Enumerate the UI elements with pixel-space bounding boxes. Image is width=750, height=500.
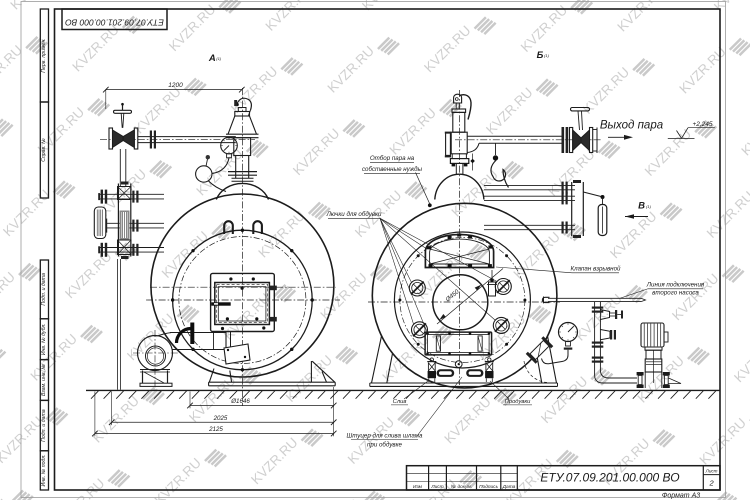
svg-text:ЕТУ.07.09.201.00.000 ВО: ЕТУ.07.09.201.00.000 ВО [65, 18, 164, 28]
svg-text:Перв. примен.: Перв. примен. [41, 38, 47, 72]
svg-text:Справ. №: Справ. № [41, 138, 47, 162]
svg-text:(1): (1) [216, 56, 222, 61]
svg-text:№ докум.: № докум. [451, 484, 472, 490]
svg-text:Подпись: Подпись [479, 484, 499, 490]
svg-text:Взам. инв. №: Взам. инв. № [41, 364, 47, 396]
svg-text:Инв. № дубл.: Инв. № дубл. [41, 323, 47, 355]
svg-text:Выход пара: Выход пара [600, 120, 663, 132]
svg-text:2: 2 [709, 479, 715, 488]
svg-text:ЕТУ.07.09.201.00.000 ВО: ЕТУ.07.09.201.00.000 ВО [540, 471, 679, 485]
svg-text:Лист: Лист [430, 484, 443, 490]
svg-text:Формат А3: Формат А3 [662, 493, 700, 500]
svg-text:Линия подключения: Линия подключения [646, 282, 705, 289]
svg-text:2125: 2125 [208, 426, 223, 433]
svg-text:2025: 2025 [213, 415, 228, 422]
svg-text:(1): (1) [646, 204, 652, 209]
svg-text:А: А [208, 53, 216, 64]
svg-text:собственные нужды: собственные нужды [362, 166, 423, 173]
svg-text:Дата: Дата [502, 484, 516, 490]
svg-text:Штуцер для слива шлама: Штуцер для слива шлама [347, 432, 423, 439]
svg-text:Подп. и дата: Подп. и дата [41, 409, 47, 442]
svg-text:Продувки: Продувки [505, 399, 531, 405]
svg-text:Ø1646: Ø1646 [230, 398, 250, 405]
svg-text:Инв. № подл.: Инв. № подл. [41, 454, 47, 486]
svg-text:Слив: Слив [393, 399, 407, 405]
svg-text:(1): (1) [544, 53, 550, 58]
svg-text:Изм: Изм [413, 484, 423, 490]
svg-text:Лист: Лист [705, 468, 718, 473]
svg-text:Клапан взрывной: Клапан взрывной [571, 266, 622, 273]
svg-text:Лючки для обдувки: Лючки для обдувки [326, 211, 382, 218]
svg-text:второго насоса: второго насоса [652, 290, 699, 297]
svg-text:Отбор пара на: Отбор пара на [370, 155, 415, 162]
svg-text:+2,245: +2,245 [692, 121, 712, 128]
svg-text:1200: 1200 [168, 82, 183, 89]
svg-text:В: В [638, 201, 645, 212]
svg-text:при обдувке: при обдувке [367, 442, 403, 449]
svg-text:Подп. и дата: Подп. и дата [41, 273, 47, 306]
svg-text:Б: Б [537, 50, 544, 61]
